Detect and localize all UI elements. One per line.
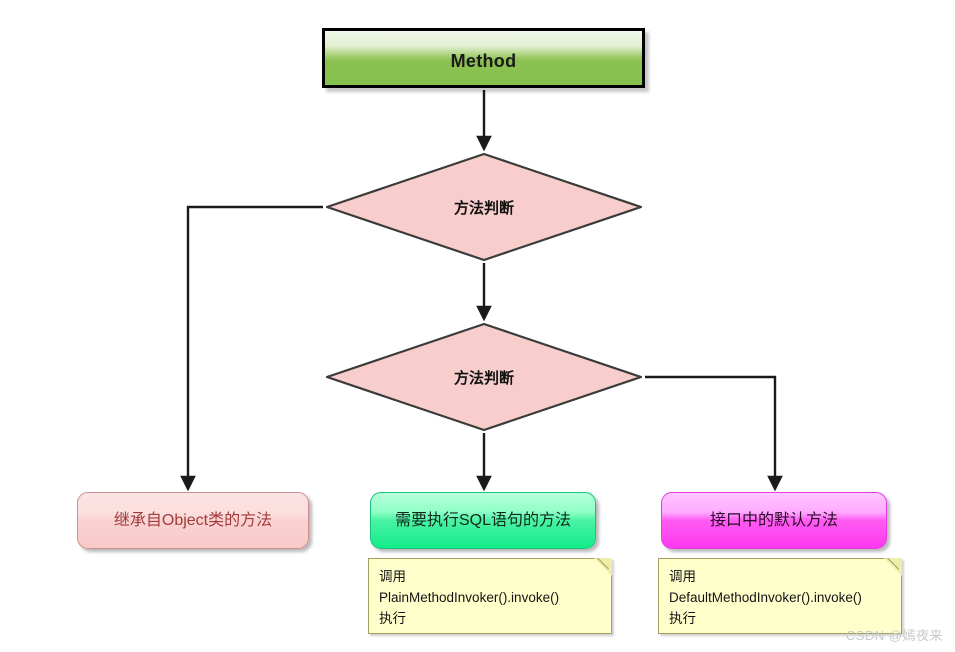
node-decision-1[interactable]: 方法判断 [323,151,645,263]
node-decision-2[interactable]: 方法判断 [323,321,645,433]
decision-2-shape [325,322,643,432]
node-object-method-label: 继承自Object类的方法 [113,511,273,529]
node-default-method[interactable]: 接口中的默认方法 [661,492,887,549]
note-plain-line-1: 调用 [379,569,406,584]
node-decision-2-label: 方法判断 [453,369,514,387]
note-default-line-1: 调用 [669,569,696,584]
edge-decision1-to-object-method [180,205,323,492]
watermark-text: CSDN @嫣夜来 [845,628,943,643]
note-default-method-invoker: 调用 DefaultMethodInvoker().invoke() 执行 [658,558,902,634]
node-default-method-label: 接口中的默认方法 [709,511,838,529]
note-fold-inner-icon [594,558,612,576]
note-plain-line-2: PlainMethodInvoker().invoke() [379,589,560,605]
node-sql-method[interactable]: 需要执行SQL语句的方法 [370,492,596,549]
note-default-line-3: 执行 [669,610,696,626]
decision-1-shape [325,152,643,262]
note-fold-inner-icon [884,558,902,576]
node-decision-1-label: 方法判断 [453,199,514,217]
note-plain-line-3: 执行 [379,610,406,626]
edge-decision2-to-default-method [645,375,783,492]
node-object-method[interactable]: 继承自Object类的方法 [77,492,309,549]
note-plain-method-invoker: 调用 PlainMethodInvoker().invoke() 执行 [368,558,612,634]
note-default-line-2: DefaultMethodInvoker().invoke() [669,589,862,605]
node-sql-method-label: 需要执行SQL语句的方法 [394,511,572,529]
node-method-label: Method [450,50,517,71]
node-method[interactable]: Method [322,28,645,88]
